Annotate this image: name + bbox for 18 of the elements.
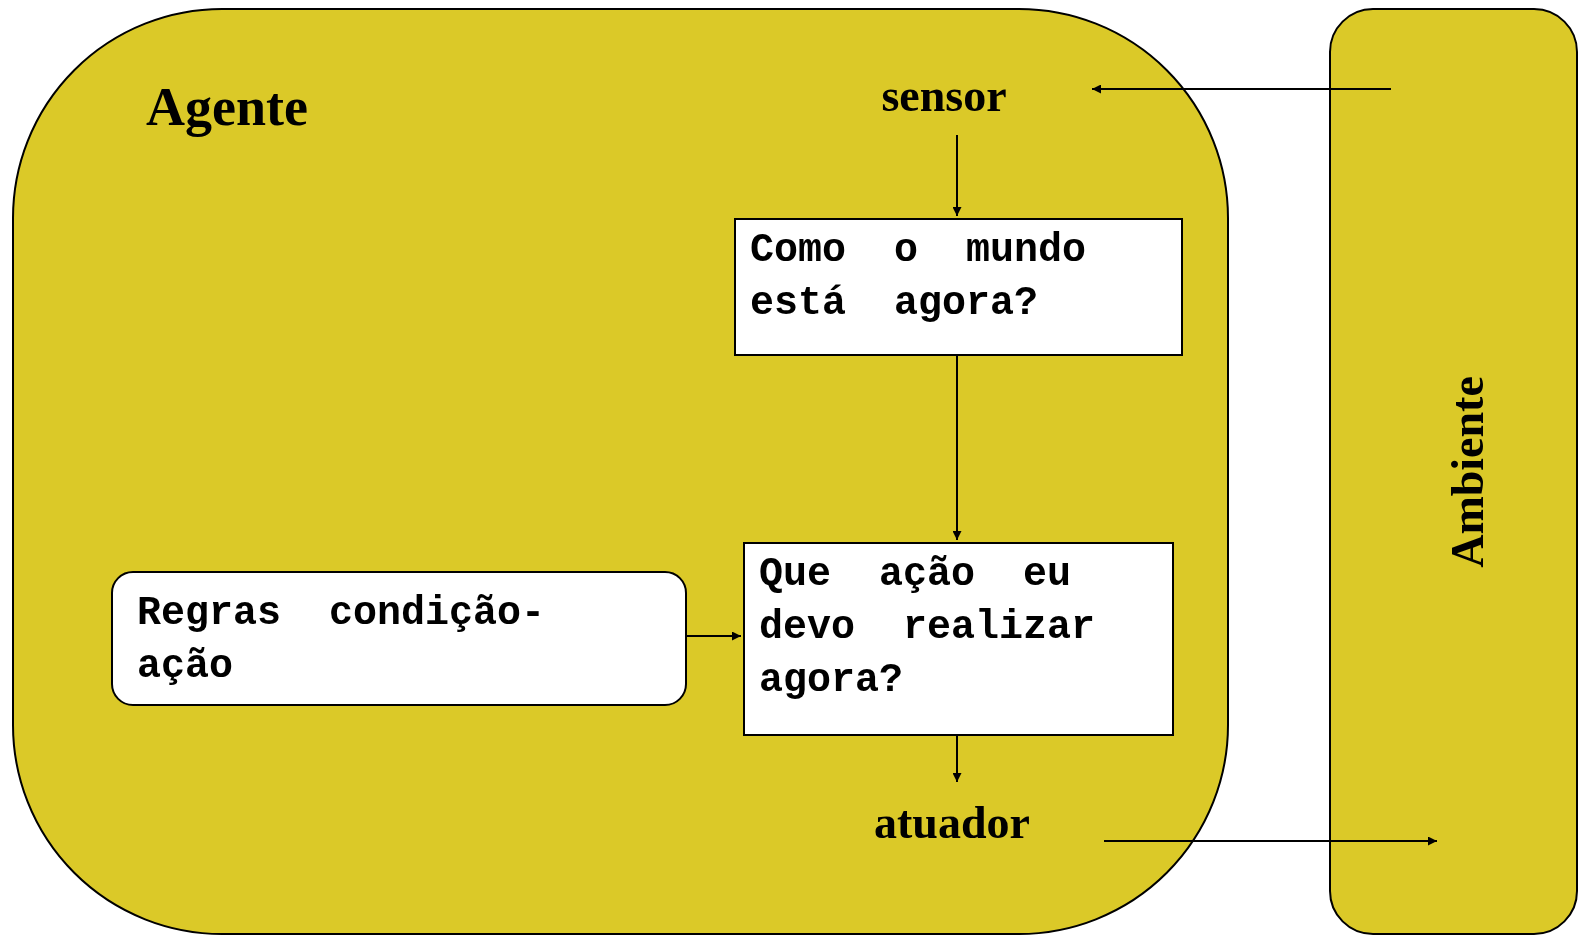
- environment-label: Ambiente: [1440, 376, 1494, 568]
- agent-container: [12, 8, 1229, 935]
- arrow: [684, 631, 742, 641]
- agent-title: Agente: [146, 76, 308, 138]
- arrow: [1091, 84, 1392, 94]
- arrow: [952, 733, 962, 783]
- environment-band: [1329, 8, 1578, 935]
- box-text: Como o mundo está agora?: [750, 227, 1088, 328]
- arrow: [952, 353, 962, 541]
- rules-box: [111, 571, 687, 706]
- arrow: [952, 134, 962, 217]
- component-label: sensor: [881, 68, 1007, 122]
- process-box: [743, 542, 1174, 736]
- box-text: Regras condição-ação: [137, 590, 547, 691]
- process-box: [734, 218, 1183, 356]
- box-text: Que ação eu devo realizar agora?: [759, 551, 1097, 705]
- component-label: atuador: [874, 795, 1030, 849]
- arrow: [1103, 836, 1438, 846]
